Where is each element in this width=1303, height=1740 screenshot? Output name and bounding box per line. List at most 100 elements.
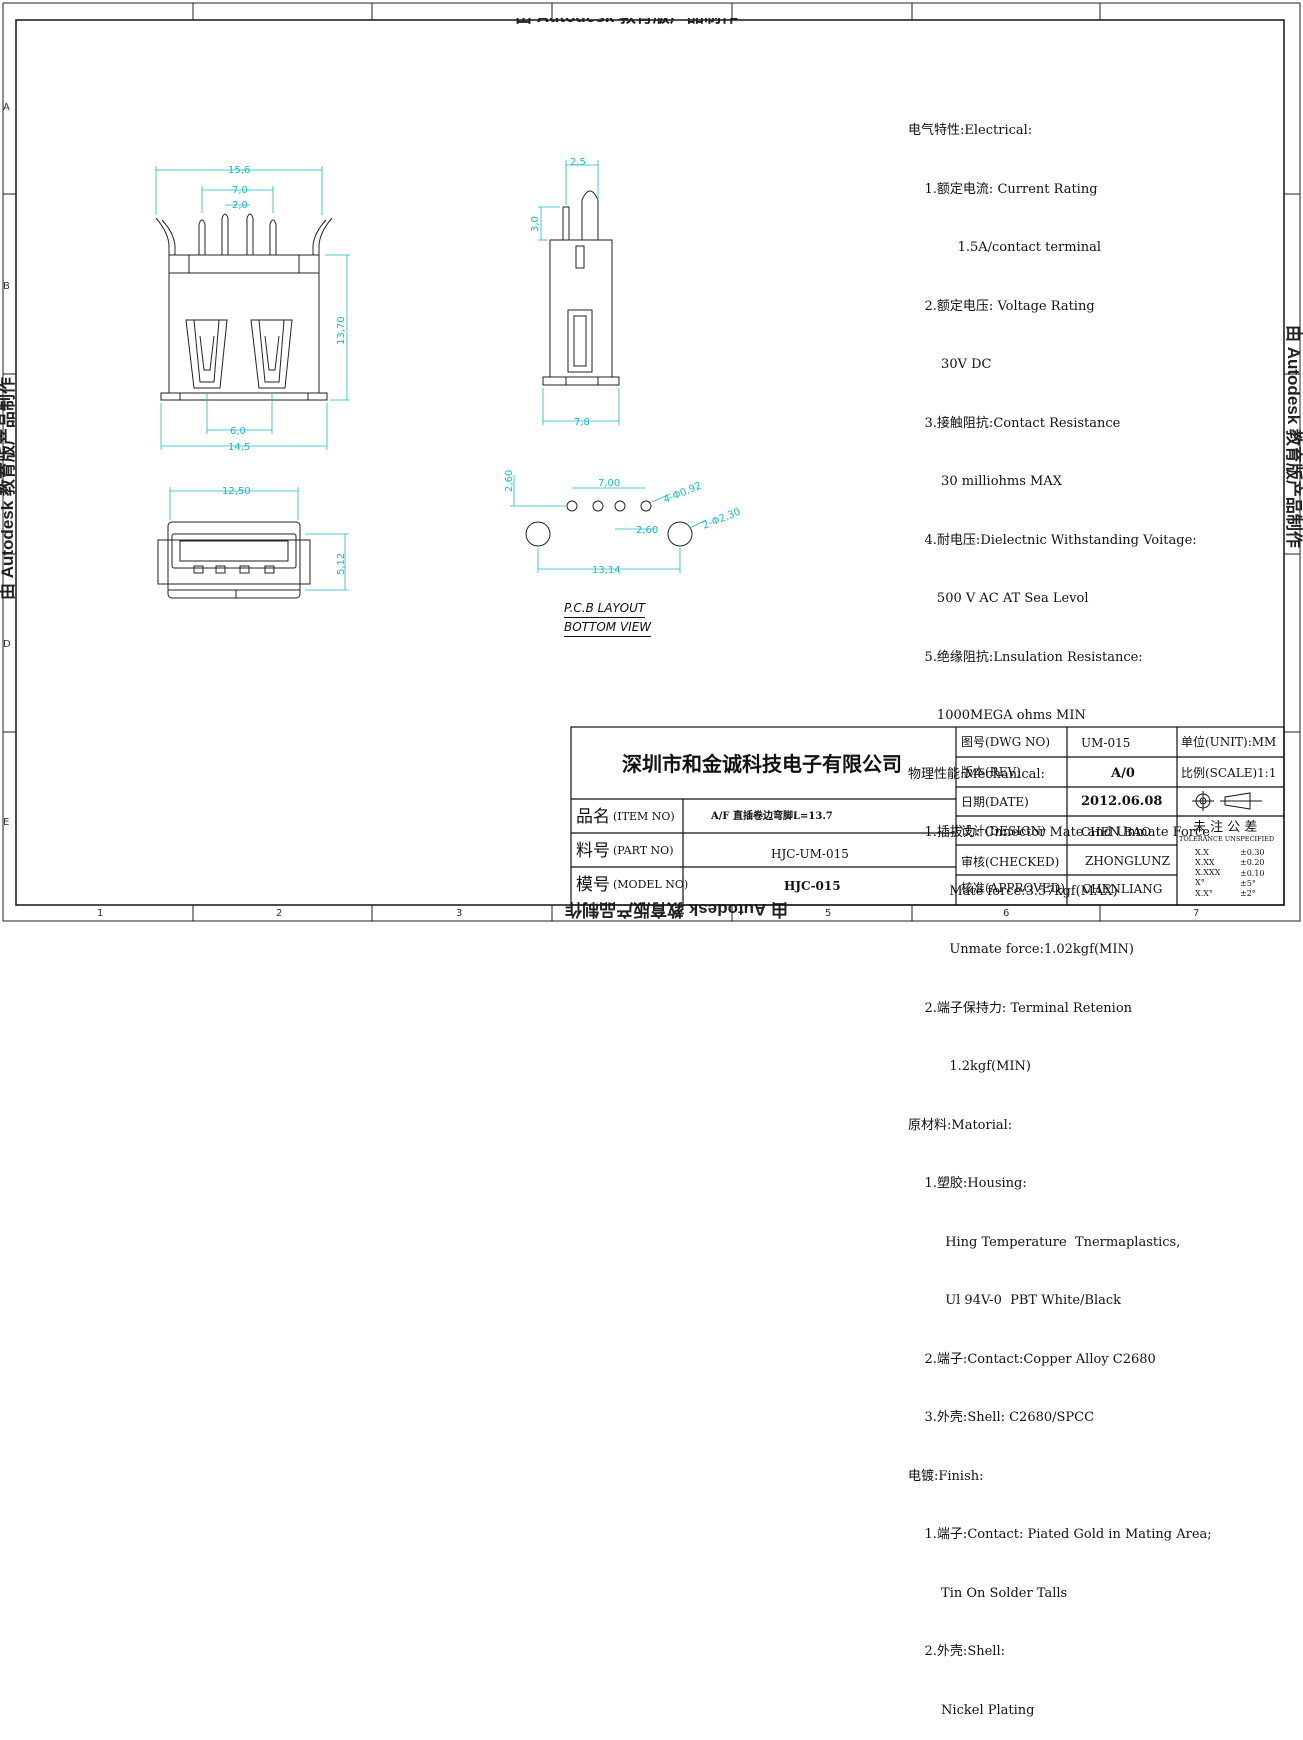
dim-label: 2,0 [232,200,248,211]
grid-col-label: 6 [1003,908,1009,919]
spec-line: 1.额定电流: Current Rating [908,181,1098,197]
spec-line: 30 milliohms MAX [908,474,1062,489]
grid-row-label: E [3,817,9,828]
dim-label: 2,60 [636,525,658,536]
item-label-en: (ITEM NO) [613,810,675,823]
dim-label: 12,50 [222,486,251,497]
part-label: 料号 [576,841,610,861]
end-view [157,521,311,599]
tol-key: X.X° [1195,889,1213,898]
grid-col-label: 2 [276,908,282,919]
model-label-en: (MODEL NO) [613,878,688,891]
grid-ticks [3,3,1300,921]
spec-line: 原材料:Matorial: [908,1117,1013,1133]
grid-row-label: A [3,102,10,113]
part-value: HJC-UM-015 [771,847,849,861]
date-label: 日期(DATE) [961,795,1029,809]
watermark-top: 由 Autodesk 教育版产品制作 [515,6,738,26]
grid-row-label: B [3,281,10,292]
spec-line: 1.插拔力: Cnnector Mate and Unmate Force [908,825,1210,840]
tolerance-title: 未 注 公 差 [1193,820,1257,835]
spec-line: Mate force:3.57kgf(MAX) [908,883,1118,899]
checked-value: ZHONGLUNZ [1085,854,1170,868]
scale-label: 比例(SCALE)1:1 [1181,766,1276,780]
dim-label: 4-Φ0,92 [662,481,703,506]
spec-line: 3.外壳:Shell: C2680/SPCC [908,1410,1095,1425]
rev-value: A/0 [1110,766,1135,781]
spec-line: 2.额定电压: Voltage Rating [908,298,1095,314]
grid-row-label: D [3,639,11,650]
grid-col-label: 3 [456,908,462,919]
spec-line: 物理性能:Mechanical: [908,766,1045,782]
dim-label: 7,0 [232,185,248,196]
title-block [570,726,1285,906]
grid-labels: 1 2 3 5 6 7 A B D E [3,102,1199,919]
side-view [542,190,620,386]
rev-label: 版本(REV) [961,765,1021,779]
dim-label: 14,5 [228,442,250,453]
outer-border [2,2,1301,922]
dim-label: 5,12 [336,553,347,575]
spec-line: 2.端子保持力: Terminal Retenion [908,1000,1133,1016]
company-name: 深圳市和金诚科技电子有限公司 [622,752,902,776]
spec-line: 3.接触阻抗:Contact Resistance [908,415,1121,431]
model-label: 模号 [576,875,610,895]
spec-line: 1.2kgf(MIN) [908,1059,1031,1074]
spec-line: 4.耐电压:Dielectnic Withstanding Voitage: [908,532,1197,548]
item-value: A/F 直插卷边弯脚L=13.7 [710,809,833,822]
watermark-right: 由 Autodesk 教育版产品制作 [1284,325,1303,548]
tol-key: X.XX [1195,858,1215,867]
pcb-caption-line2: BOTTOM VIEW [564,618,652,637]
design-label: 设计(DESIGN) [961,824,1046,838]
tolerance-subtitle: TOLERANCE UNSPECIFIED [1179,835,1274,843]
specifications-list: 电气特性:Electrical: 1.额定电流: Current Rating … [908,82,1288,1740]
spec-line: 30V DC [908,357,992,372]
dim-label: 7,00 [598,478,620,489]
spec-line: Tin On Solder Talls [908,1585,1068,1601]
dim-label: 3,0 [530,216,541,232]
spec-line: 2.外壳:Shell: [908,1644,1005,1659]
dwg-value: UM-015 [1081,736,1130,750]
grid-col-label: 7 [1193,908,1199,919]
dim-label: 13,70 [336,316,347,345]
unit-label: 单位(UNIT):MM [1181,734,1276,749]
part-label-en: (PART NO) [613,844,673,857]
tol-value: ±0.30 [1240,848,1265,857]
spec-line: 1.端子:Contact: Piated Gold in Mating Area… [908,1527,1212,1542]
dim-label: 15,6 [228,165,250,176]
spec-line: 电气特性:Electrical: [908,123,1033,138]
spec-line: 电镀:Finish: [908,1468,984,1484]
tol-key: X.X [1195,848,1209,857]
grid-col-label: 1 [97,908,103,919]
spec-line: 500 V AC AT Sea Levol [908,591,1089,606]
watermark-left: 由 Autodesk 教育版产品制作 [0,377,17,600]
approved-label: 核准(APPROVED) [961,881,1065,895]
item-label: 品名 [576,807,610,827]
front-dims [155,166,350,450]
design-value: CHEN BAO [1081,825,1151,839]
spec-line: 2.端子:Contact:Copper Alloy C2680 [908,1351,1156,1367]
spec-line: 1.5A/contact terminal [908,240,1102,255]
dim-label: 13,14 [592,565,621,576]
spec-line: Unmate force:1.02kgf(MIN) [908,942,1134,957]
pcb-caption-line1: P.C.B LAYOUT [564,599,646,618]
tol-key: X° [1195,878,1205,887]
watermark-bottom: 由 Autodesk 教育版产品制作 [565,900,788,920]
grid-col-label: 5 [825,908,831,919]
front-view [155,213,333,401]
side-dims [538,160,620,425]
pcb-dims [510,475,707,573]
spec-line: 1000MEGA ohms MIN [908,708,1086,723]
tolerance-table: X.X ±0.30 X.XX ±0.20 X.XXX ±0.10 X° ±5° … [1195,848,1265,898]
spec-line: Nickel Plating [908,1702,1035,1718]
spec-line: Hing Temperature Tnermaplastics, [908,1234,1181,1250]
tol-value: ±0.20 [1240,858,1265,867]
pcb-layout [525,500,693,547]
dim-label: 2,5 [570,157,586,168]
spec-line: 5.绝缘阻抗:Lnsulation Resistance: [908,649,1143,665]
dim-label: 2,60 [504,470,515,492]
dim-label: 2-Φ2,30 [701,507,742,532]
pcb-layout-caption: P.C.B LAYOUT BOTTOM VIEW [564,599,652,637]
date-value: 2012.06.08 [1081,794,1162,809]
approved-value: CHENLIANG [1082,882,1162,896]
